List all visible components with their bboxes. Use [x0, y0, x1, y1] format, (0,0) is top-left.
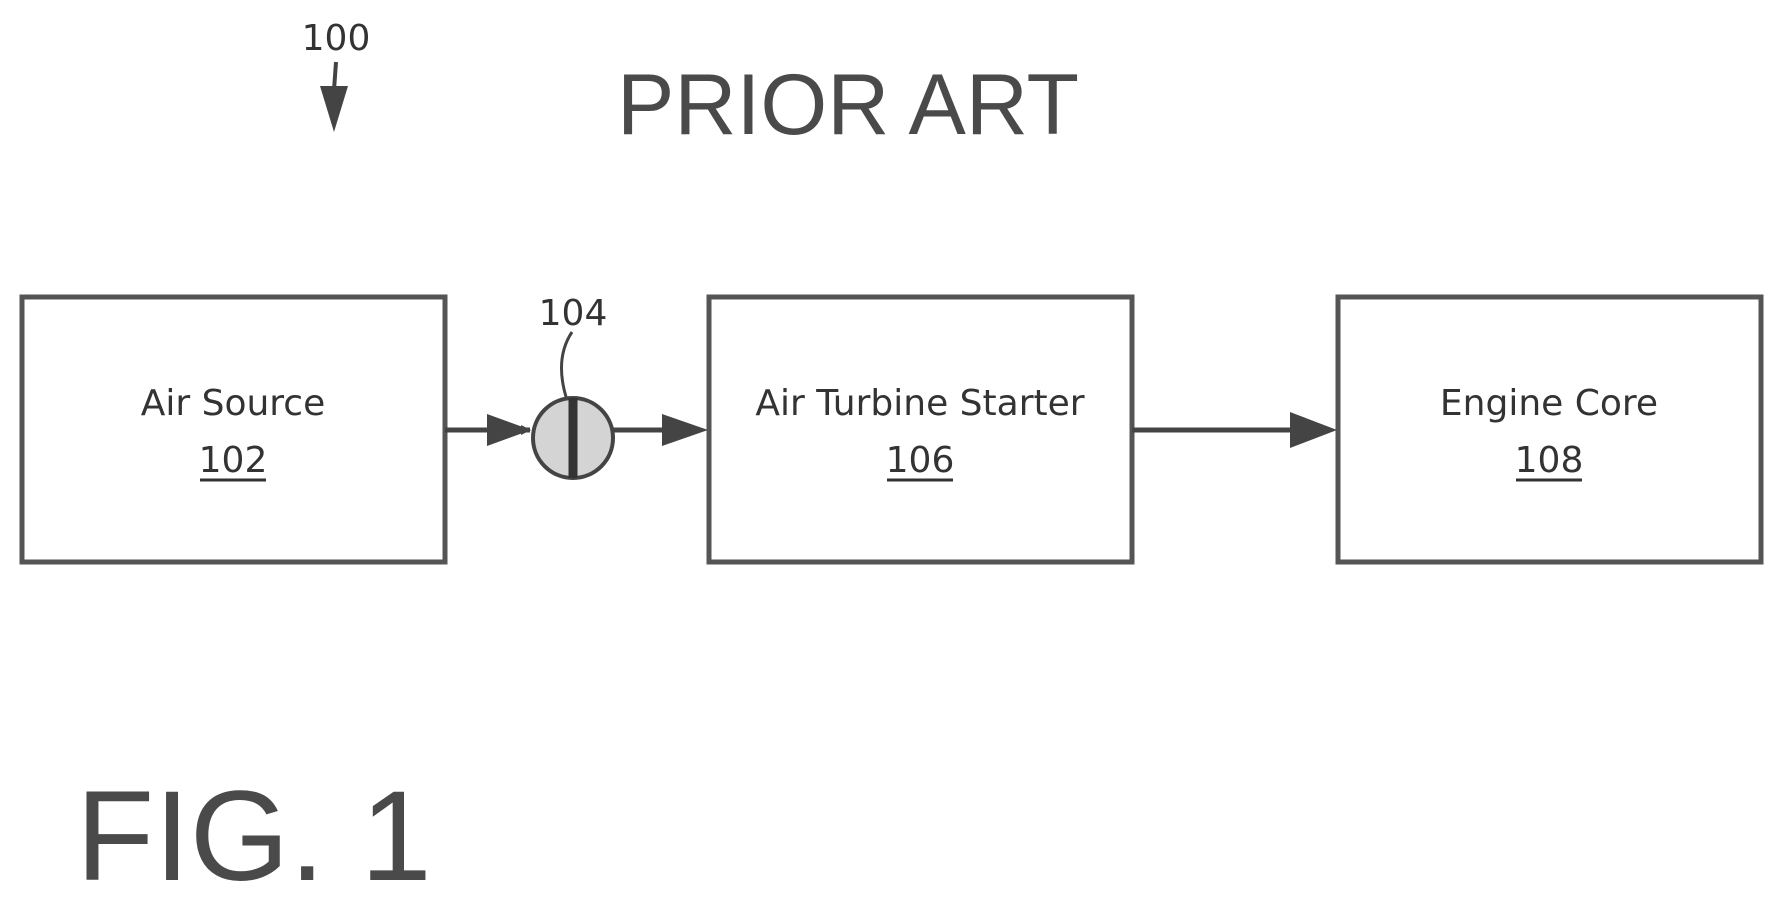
arrowhead-valve-to-starter — [662, 414, 708, 446]
block-engine-core-label: Engine Core — [1440, 383, 1658, 424]
figure-label: FIG. 1 — [76, 765, 432, 900]
block-air-turbine-starter-numeral: 106 — [886, 440, 955, 481]
prior-art-label: PRIOR ART — [617, 57, 1079, 153]
valve-104 — [533, 398, 613, 478]
block-air-source-numeral: 102 — [199, 440, 268, 481]
valve-leader-line — [561, 332, 572, 400]
block-engine-core: Engine Core 108 — [1338, 297, 1761, 562]
reference-arrowhead — [320, 86, 348, 132]
block-engine-core-frame — [1338, 297, 1761, 562]
block-air-turbine-starter-label: Air Turbine Starter — [755, 383, 1084, 424]
block-engine-core-numeral: 108 — [1515, 440, 1584, 481]
block-air-turbine-starter-frame — [709, 297, 1132, 562]
reference-leader-arrow — [334, 62, 336, 90]
block-air-turbine-starter: Air Turbine Starter 106 — [709, 297, 1132, 562]
block-air-source: Air Source 102 — [22, 297, 445, 562]
reference-numeral-100: 100 — [302, 18, 371, 59]
block-air-source-label: Air Source — [141, 383, 326, 424]
block-air-source-frame — [22, 297, 445, 562]
arrowhead-starter-to-engine — [1290, 412, 1337, 448]
valve-numeral: 104 — [539, 293, 608, 334]
arrowhead-air-source-to-valve — [487, 414, 531, 446]
